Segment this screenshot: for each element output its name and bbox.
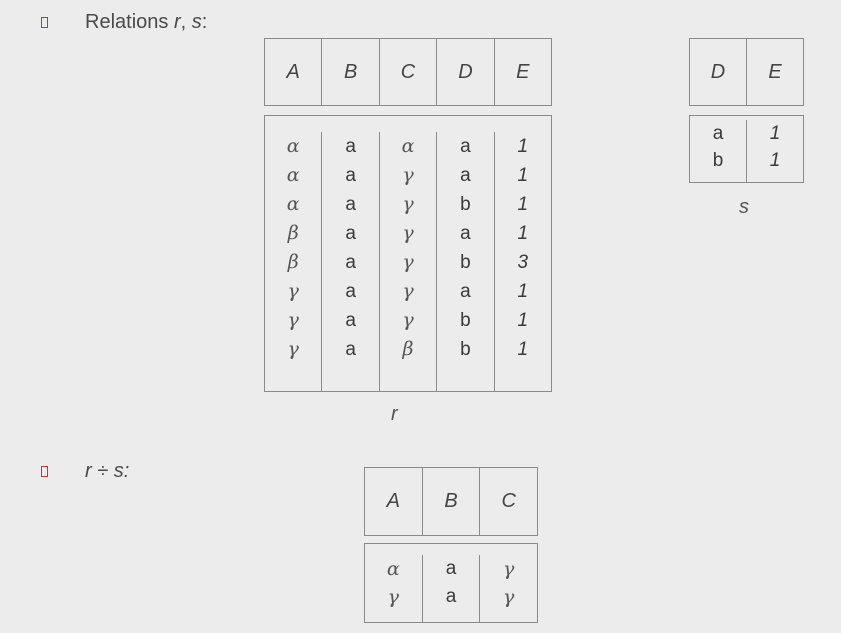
column-header: D	[436, 39, 493, 105]
table-cell: γ	[503, 558, 515, 580]
table-cell: β	[287, 251, 299, 273]
table-cell: γ	[402, 309, 414, 331]
bullet-icon	[41, 17, 48, 28]
table-column: 1 1 1 1 3 1 1 1	[493, 132, 551, 391]
table-cell: b	[712, 150, 724, 171]
relation-r-caption: r	[391, 403, 398, 425]
column-header: E	[746, 39, 803, 105]
table-cell: 1	[517, 339, 529, 360]
table-cell: a	[345, 194, 356, 215]
table-cell: 1	[517, 194, 529, 215]
table-cell: b	[460, 252, 471, 273]
table-cell: a	[460, 223, 471, 244]
table-cell: γ	[287, 309, 299, 331]
table-cell: α	[286, 135, 300, 157]
table-cell: β	[287, 222, 299, 244]
table-cell: a	[445, 558, 457, 579]
table-cell: a	[460, 281, 471, 302]
table-cell: 1	[517, 281, 529, 302]
column-header: C	[378, 39, 436, 105]
table-cell: α	[286, 193, 300, 215]
table-cell: 1	[517, 223, 529, 244]
table-cell: b	[460, 339, 471, 360]
column-header: A	[286, 60, 300, 83]
table-cell: γ	[387, 586, 400, 608]
table-cell: γ	[402, 222, 414, 244]
table-cell: γ	[402, 164, 414, 186]
column-header: C	[479, 468, 537, 535]
column-header: A	[386, 490, 400, 512]
table-cell: α	[401, 135, 415, 157]
table-cell: a	[445, 586, 457, 607]
column-header: B	[421, 468, 480, 535]
table-cell: γ	[402, 251, 414, 273]
column-header: D	[710, 60, 726, 83]
table-cell: a	[345, 310, 356, 331]
table-cell: a	[460, 165, 471, 186]
bullet-icon	[41, 466, 48, 477]
table-cell: b	[460, 310, 471, 331]
table-cell: a	[345, 281, 356, 302]
table-cell: γ	[287, 338, 299, 360]
table-cell: b	[460, 194, 471, 215]
table-cell: a	[345, 339, 356, 360]
table-cell: a	[345, 223, 356, 244]
table-cell: β	[402, 338, 414, 360]
table-cell: γ	[402, 280, 414, 302]
table-cell: a	[345, 252, 356, 273]
relations-heading: Relations r, s:	[85, 11, 208, 33]
table-cell: a	[345, 165, 356, 186]
column-header: E	[493, 39, 551, 105]
table-cell: a	[712, 123, 724, 144]
column-header: B	[321, 39, 378, 105]
table-cell: γ	[402, 193, 414, 215]
table-cell: a	[345, 136, 356, 157]
table-cell: a	[460, 136, 471, 157]
table-cell: α	[286, 164, 300, 186]
table-cell: 1	[769, 123, 781, 144]
division-heading: r ÷ s:	[85, 460, 130, 482]
relation-s-caption: s	[739, 196, 749, 218]
table-cell: γ	[503, 586, 515, 608]
table-cell: 1	[769, 150, 781, 171]
table-cell: α	[386, 558, 400, 580]
table-cell: 3	[517, 252, 529, 273]
table-cell: 1	[517, 136, 529, 157]
table-cell: 1	[517, 310, 529, 331]
table-cell: 1	[517, 165, 529, 186]
table-cell: γ	[287, 280, 299, 302]
